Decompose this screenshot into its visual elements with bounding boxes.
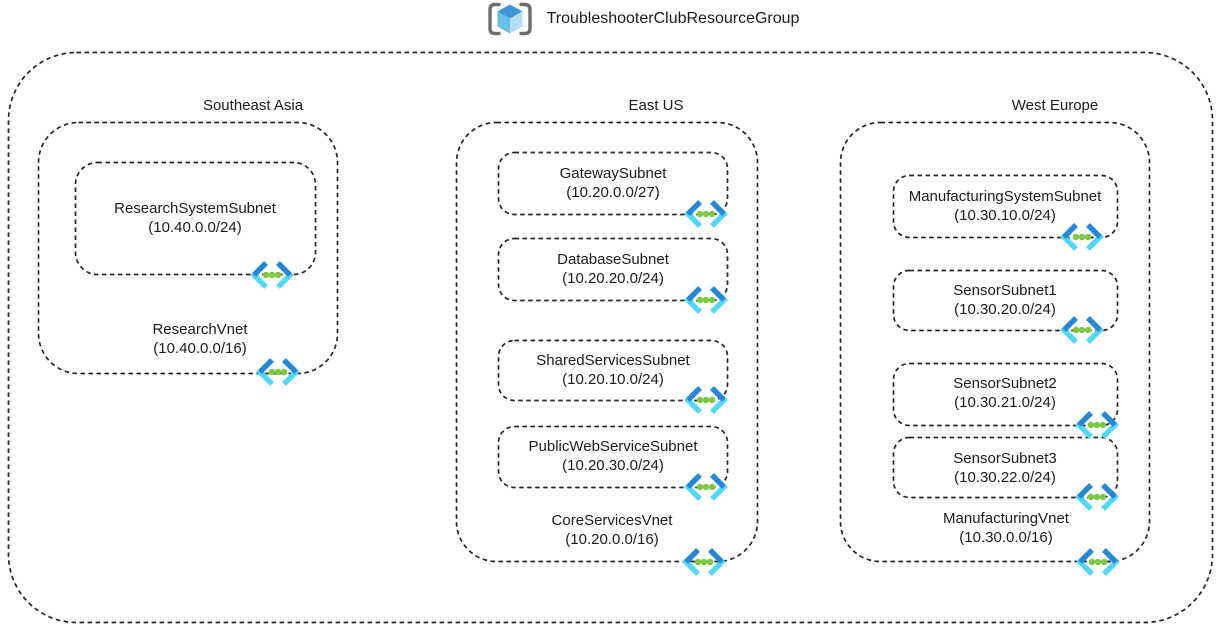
subnet-name: SharedServicesSubnet (536, 352, 690, 369)
region-label-southeast-asia: Southeast Asia (202, 97, 304, 114)
resource-group-title: TroubleshooterClubResourceGroup (546, 10, 800, 27)
subnet-cidr: (10.30.21.0/24) (954, 394, 1056, 411)
databasesubnet-box (497, 237, 729, 302)
vnet-name: CoreServicesVnet (551, 512, 673, 529)
subnet-name: SensorSubnet2 (953, 375, 1057, 392)
vnet-cidr: (10.40.0.0/16) (153, 340, 247, 357)
vnet-label-researchvnet: ResearchVnet (10.40.0.0/16) (152, 320, 247, 358)
subnet-name: SensorSubnet1 (953, 282, 1057, 299)
subnet-cidr: (10.20.30.0/24) (562, 457, 664, 474)
vnet-icon (256, 357, 300, 387)
subnet-icon (684, 199, 728, 229)
subnet-icon (1060, 315, 1104, 345)
resource-group-box (7, 51, 1214, 624)
subnet-cidr: (10.30.10.0/24) (954, 207, 1056, 224)
subnet-icon (684, 472, 728, 502)
subnet-cidr: (10.20.10.0/24) (562, 371, 664, 388)
researchsystemsubnet-box (74, 161, 317, 276)
subnet-name: SensorSubnet3 (953, 450, 1057, 467)
vnet-icon (1076, 547, 1120, 577)
subnet-icon (250, 260, 294, 290)
subnet-label-manufacturingsystemsubnet: ManufacturingSystemSubnet (10.30.10.0/24… (909, 187, 1102, 225)
vnet-name: ManufacturingVnet (943, 510, 1069, 527)
sensorsubnet1-box (892, 269, 1119, 332)
subnet-icon (1060, 222, 1104, 252)
sensorsubnet3-box (892, 436, 1119, 499)
subnet-name: ManufacturingSystemSubnet (908, 188, 1102, 205)
researchvnet-box (37, 121, 339, 375)
subnet-label-sensorsubnet3: SensorSubnet3 (10.30.22.0/24) (953, 449, 1056, 487)
subnet-icon (684, 385, 728, 415)
coreservicesvnet-box (455, 121, 759, 563)
subnet-icon (1075, 410, 1119, 440)
subnet-name: ResearchSystemSubnet (114, 200, 276, 217)
region-label-east-us: East US (628, 97, 684, 114)
subnet-cidr: (10.40.0.0/24) (148, 219, 242, 236)
vnet-label-manufacturingvnet: ManufacturingVnet (10.30.0.0/16) (943, 509, 1069, 547)
subnet-label-sensorsubnet1: SensorSubnet1 (10.30.20.0/24) (953, 281, 1056, 319)
gatewaysubnet-box (497, 151, 729, 216)
subnet-label-gatewaysubnet: GatewaySubnet (10.20.0.0/27) (560, 164, 667, 202)
subnet-cidr: (10.20.20.0/24) (562, 270, 664, 287)
subnet-label-sensorsubnet2: SensorSubnet2 (10.30.21.0/24) (953, 374, 1056, 412)
resource-group-header: TroubleshooterClubResourceGroup (0, 0, 1229, 38)
sharedservicessubnet-box (497, 339, 729, 402)
subnet-cidr: (10.30.20.0/24) (954, 301, 1056, 318)
subnet-icon (684, 285, 728, 315)
manufacturingvnet-box (839, 121, 1151, 563)
subnet-label-sharedservicessubnet: SharedServicesSubnet (10.20.10.0/24) (536, 351, 689, 389)
vnet-icon (682, 547, 726, 577)
subnet-label-researchsystemsubnet: ResearchSystemSubnet (10.40.0.0/24) (114, 199, 276, 237)
vnet-label-coreservicesvnet: CoreServicesVnet (10.20.0.0/16) (552, 511, 673, 549)
subnet-name: DatabaseSubnet (557, 251, 669, 268)
subnet-label-publicwebservicesubnet: PublicWebServiceSubnet (10.20.30.0/24) (529, 437, 698, 475)
subnet-name: GatewaySubnet (559, 165, 667, 182)
subnet-cidr: (10.20.0.0/27) (566, 184, 660, 201)
manufacturingsystemsubnet-box (892, 174, 1119, 239)
resource-group-icon (487, 2, 532, 36)
subnet-label-databasesubnet: DatabaseSubnet (10.20.20.0/24) (557, 250, 669, 288)
vnet-cidr: (10.30.0.0/16) (959, 529, 1053, 546)
vnet-cidr: (10.20.0.0/16) (565, 531, 659, 548)
region-label-west-europe: West Europe (1011, 97, 1099, 114)
publicwebservicesubnet-box (497, 425, 729, 489)
subnet-name: PublicWebServiceSubnet (528, 438, 698, 455)
subnet-icon (1075, 482, 1119, 512)
vnet-name: ResearchVnet (152, 321, 248, 338)
sensorsubnet2-box (892, 362, 1119, 427)
subnet-cidr: (10.30.22.0/24) (954, 469, 1056, 486)
